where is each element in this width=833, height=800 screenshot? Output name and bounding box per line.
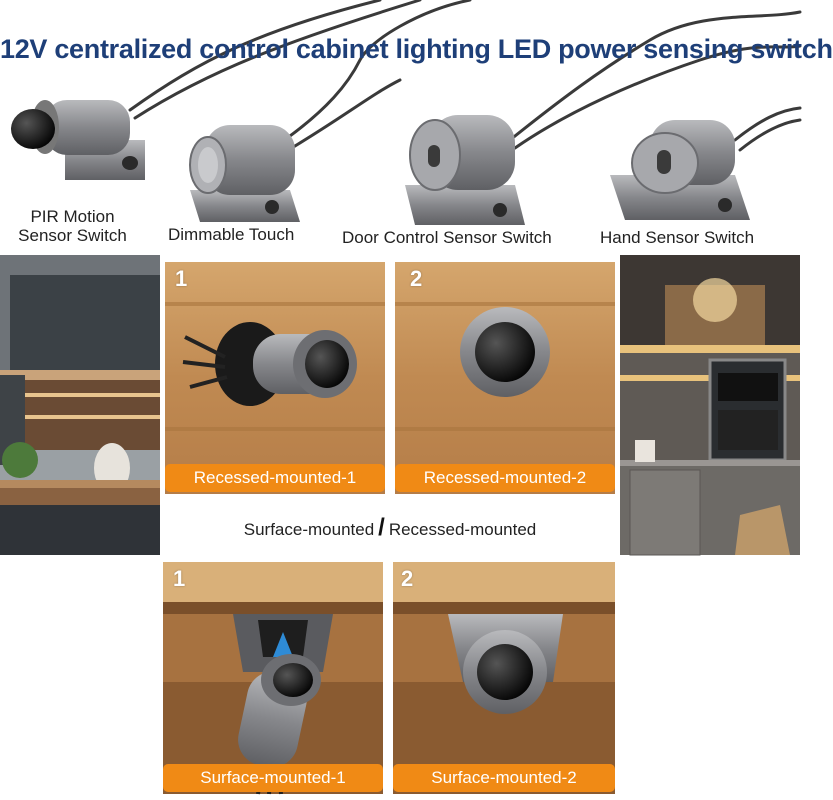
surface-panel-2: 2 Surface-mounted-2 xyxy=(393,562,615,794)
sensor-label-door: Door Control Sensor Switch xyxy=(342,228,552,247)
recessed-number-2: 2 xyxy=(410,266,423,291)
sensor-label-dimmable: Dimmable Touch xyxy=(168,225,295,244)
recessed-panel-2: 2 Recessed-mounted-2 xyxy=(395,262,615,494)
kitchen-photo-left xyxy=(0,255,160,555)
surface-mounted-text: Surface-mounted xyxy=(243,520,375,539)
recessed-mounted-text: Recessed-mounted xyxy=(388,520,537,539)
surface-number-2: 2 xyxy=(401,566,414,591)
surface-caption-1: Surface-mounted-1 xyxy=(163,764,383,792)
slash-separator: / xyxy=(378,514,385,541)
page-title: 12V centralized control cabinet lighting… xyxy=(0,34,833,64)
recessed-panel-1: 1 Recessed-mounted-1 xyxy=(165,262,385,494)
pir-motion-sensor-icon xyxy=(11,100,145,180)
surface-number-1: 1 xyxy=(173,566,186,591)
sensor-label-pir: PIR Motion Sensor Switch xyxy=(5,207,140,245)
recessed-caption-2: Recessed-mounted-2 xyxy=(395,464,615,492)
sensor-label-pir-line1: PIR Motion xyxy=(30,207,115,226)
recessed-number-1: 1 xyxy=(175,266,188,291)
sensor-label-pir-line2: Sensor Switch xyxy=(18,226,127,245)
hand-sensor-icon xyxy=(610,120,750,220)
surface-caption-2: Surface-mounted-2 xyxy=(393,764,615,792)
door-control-sensor-icon xyxy=(405,115,525,225)
recessed-caption-1: Recessed-mounted-1 xyxy=(165,464,385,492)
surface-panel-1: 1 Surface-mounted-1 xyxy=(163,562,383,795)
mounting-options-text: Surface-mounted/Recessed-mounted xyxy=(0,514,780,542)
sensor-label-hand: Hand Sensor Switch xyxy=(600,228,755,247)
kitchen-photo-right xyxy=(620,255,800,556)
sensor-wires xyxy=(128,0,802,160)
dimmable-touch-sensor-icon xyxy=(189,125,300,222)
